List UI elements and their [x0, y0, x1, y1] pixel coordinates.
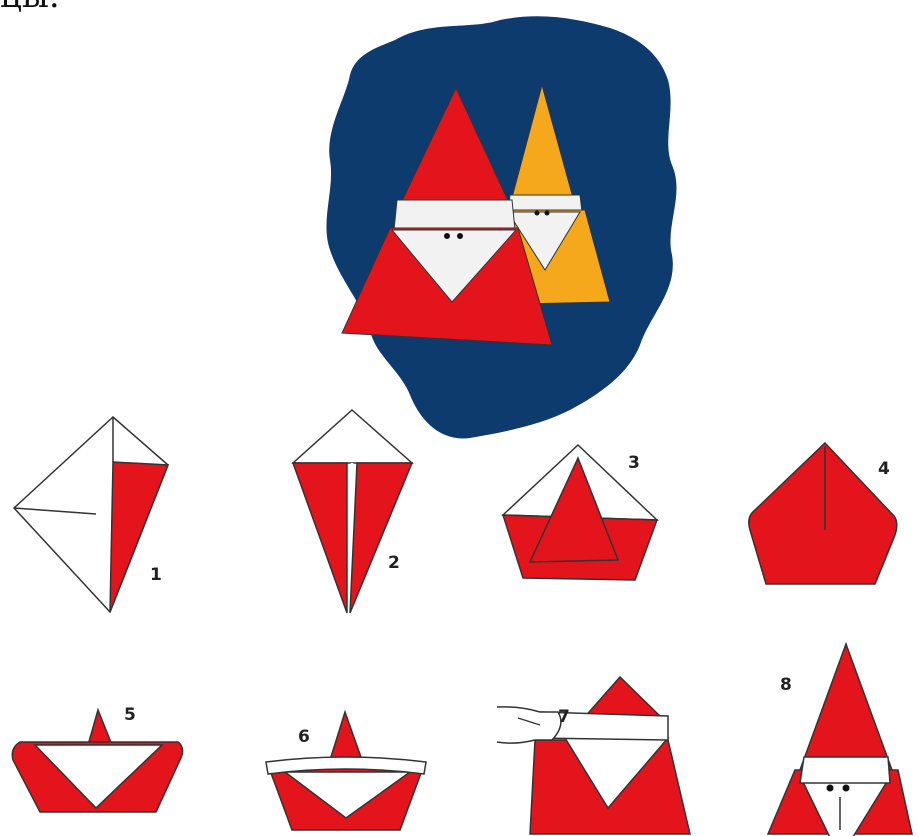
step-4-red-pentagon — [749, 443, 897, 584]
step-1-number: 1 — [150, 565, 162, 585]
step-2-red-right — [350, 463, 412, 613]
step-8-eye-right — [843, 785, 850, 792]
step-7: 7 — [497, 677, 690, 834]
yellow-santa-eye-left — [535, 211, 540, 216]
hero-illustration — [326, 16, 676, 438]
red-santa-eye-left — [444, 233, 450, 239]
step-8-number: 8 — [780, 675, 792, 695]
step-6: 6 — [266, 712, 426, 830]
step-2-white-top — [293, 410, 412, 463]
step-2: 2 — [293, 410, 412, 613]
step-8: 8 — [768, 644, 912, 836]
step-5: 5 — [12, 705, 182, 812]
step-8-white-brim — [800, 757, 890, 783]
step-5-red-tip — [88, 710, 112, 745]
step-8-red-hat — [800, 644, 892, 770]
step-2-center-fold — [350, 463, 352, 545]
step-1-red-flap — [110, 462, 168, 612]
red-santa-brim — [394, 200, 515, 230]
yellow-santa-brim — [508, 195, 582, 212]
step-4: 4 — [749, 443, 897, 584]
step-3-number: 3 — [628, 453, 640, 473]
red-santa-eye-right — [457, 233, 463, 239]
step-3: 3 — [503, 445, 657, 580]
step-6-number: 6 — [298, 727, 310, 747]
step-7-number: 7 — [558, 707, 570, 727]
step-2-number: 2 — [388, 553, 400, 573]
step-1: 1 — [14, 417, 168, 612]
step-6-red-tip — [330, 712, 362, 760]
step-8-eye-left — [827, 785, 834, 792]
step-5-number: 5 — [124, 705, 136, 725]
step-4-number: 4 — [878, 459, 890, 479]
step-2-red-left — [293, 463, 347, 613]
yellow-santa-eye-right — [545, 211, 550, 216]
step-7-hand-outline — [497, 707, 561, 743]
